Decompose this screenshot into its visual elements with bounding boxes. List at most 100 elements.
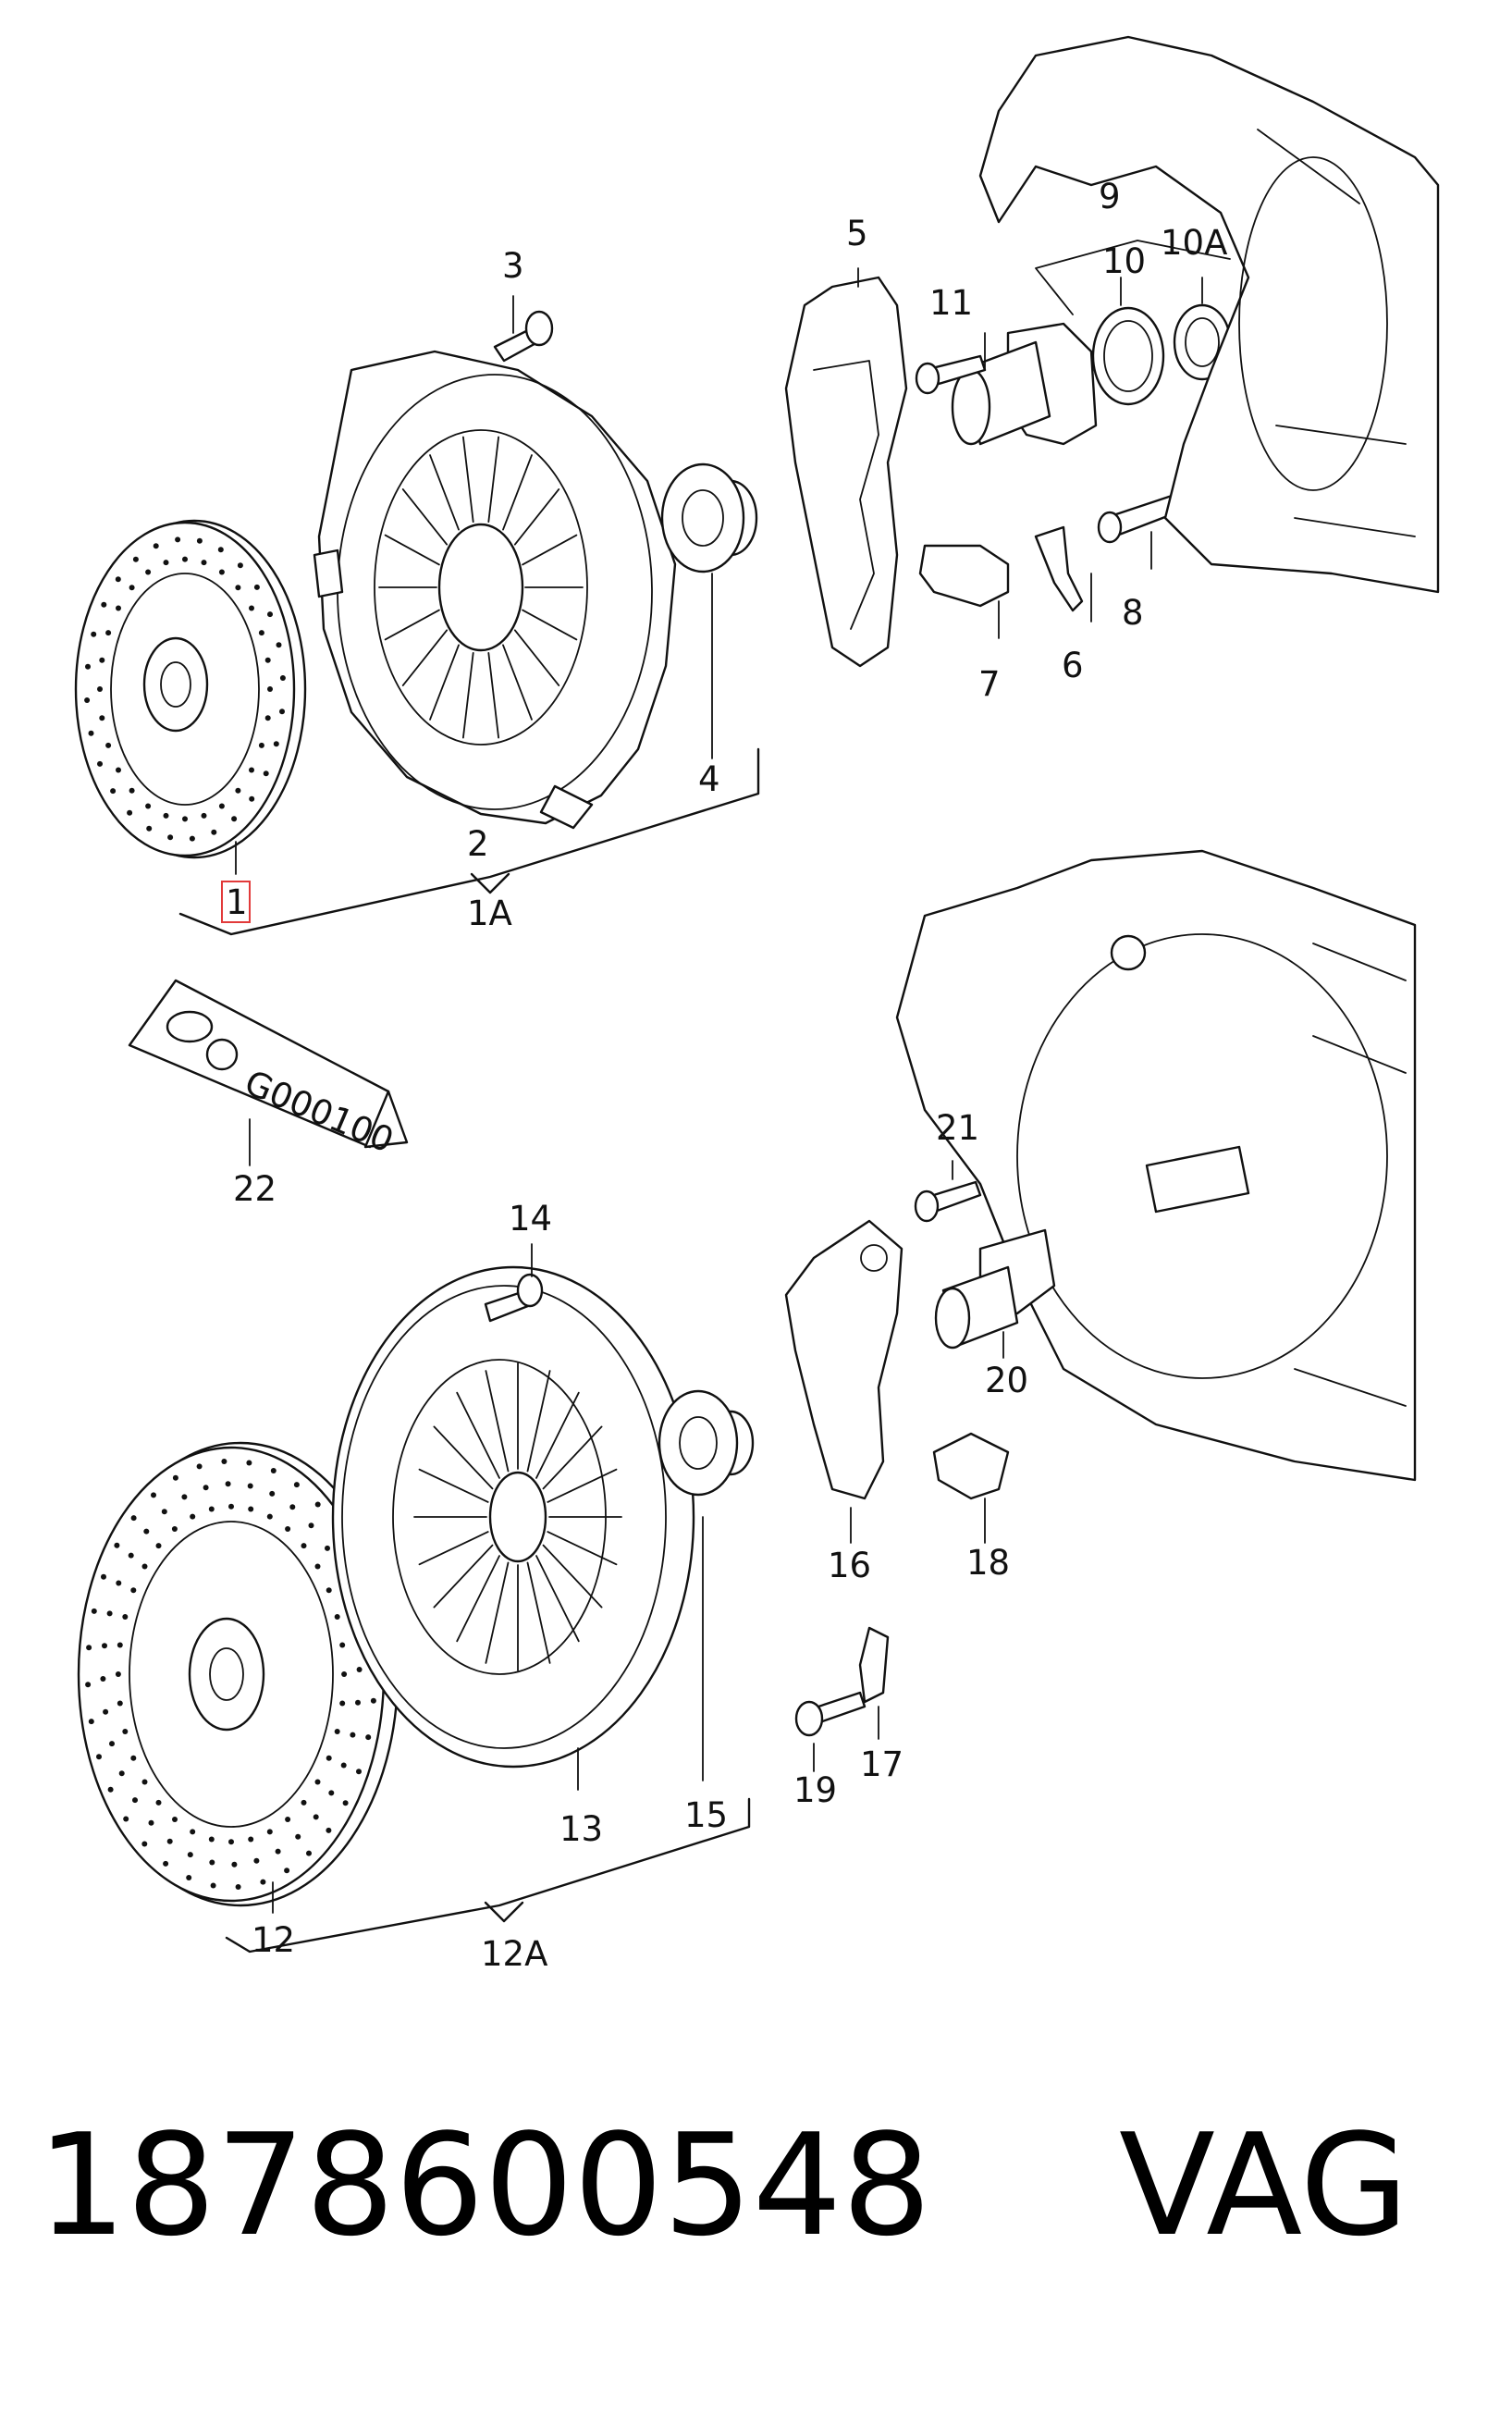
perforation-dot xyxy=(190,1829,196,1835)
clutch-disc-lower xyxy=(77,1441,400,1907)
perforation-dot xyxy=(153,543,159,549)
perforation-dot xyxy=(84,697,91,703)
bolt-21 xyxy=(914,1180,982,1223)
perforation-dot xyxy=(260,1879,266,1885)
callout-18: 18 xyxy=(966,1543,1010,1583)
perforation-dot xyxy=(114,1542,120,1548)
perforation-dot xyxy=(314,1501,321,1508)
clutch-disc-upper xyxy=(74,519,307,859)
perforation-dot xyxy=(99,715,105,721)
perforation-dot xyxy=(266,1513,273,1520)
perforation-dot xyxy=(237,562,243,569)
perforation-dot xyxy=(117,1700,123,1707)
diaphragm-finger xyxy=(522,609,578,641)
guide-sleeve-lower xyxy=(934,1228,1056,1350)
perforation-dot xyxy=(249,767,254,773)
perforation-dot xyxy=(186,1875,192,1880)
brand-name: VAG xyxy=(1119,2103,1408,2267)
diaphragm-finger xyxy=(433,1544,494,1609)
bracket-line-12a xyxy=(225,1797,751,1954)
perforation-dot xyxy=(88,1719,94,1725)
perforation-dot xyxy=(314,1779,321,1785)
perforation-dot xyxy=(129,787,135,794)
diaphragm-finger xyxy=(418,1468,489,1503)
perforation-dot xyxy=(163,560,169,566)
callout-7: 7 xyxy=(978,664,1001,704)
perforation-dot xyxy=(249,795,255,802)
perforation-dot xyxy=(145,803,152,809)
perforation-dot xyxy=(172,1817,178,1822)
diaphragm-finger xyxy=(429,454,460,531)
bolt-19 xyxy=(794,1691,867,1737)
bracket-7 xyxy=(918,544,1010,608)
callout-20: 20 xyxy=(985,1361,1028,1400)
perforation-dot xyxy=(109,1741,115,1747)
perforation-dot xyxy=(166,1838,173,1844)
perforation-dot xyxy=(267,686,273,692)
perforation-dot xyxy=(253,584,260,590)
perforation-dot xyxy=(167,834,174,841)
perforation-dot xyxy=(196,537,203,544)
perforation-dot xyxy=(161,1509,167,1515)
perforation-dot xyxy=(141,1841,148,1847)
diaphragm-finger xyxy=(535,1555,580,1643)
perforation-dot xyxy=(301,1799,307,1806)
perforation-dot xyxy=(235,1884,241,1890)
diaphragm-finger xyxy=(502,454,533,531)
bracket-line-1a xyxy=(178,747,760,936)
bolt-14 xyxy=(484,1273,544,1323)
clip-17 xyxy=(858,1626,890,1704)
diaphragm-finger xyxy=(502,644,533,721)
callout-4: 4 xyxy=(698,759,720,799)
perforation-dot xyxy=(218,569,225,575)
transmission-housing-upper xyxy=(978,35,1440,594)
diaphragm-finger xyxy=(429,644,460,721)
perforation-dot xyxy=(116,605,121,611)
perforation-dot xyxy=(132,556,139,562)
perforation-dot xyxy=(275,1848,281,1855)
perforation-dot xyxy=(190,1513,196,1520)
perforation-dot xyxy=(211,829,217,835)
diaphragm-finger xyxy=(522,534,578,566)
diaphragm-finger xyxy=(433,1425,494,1490)
perforation-dot xyxy=(203,1485,209,1491)
diaphragm-finger xyxy=(526,1561,551,1664)
perforation-dot xyxy=(258,630,264,636)
perforation-dot xyxy=(356,1769,362,1775)
callout-19: 19 xyxy=(793,1770,837,1810)
callout-17: 17 xyxy=(860,1744,904,1784)
perforation-dot xyxy=(339,1700,346,1707)
perforation-dot xyxy=(313,1814,319,1820)
perforation-dot xyxy=(295,1833,301,1840)
perforation-dot xyxy=(370,1697,376,1704)
callout-14: 14 xyxy=(509,1199,552,1239)
leader-12a-notch xyxy=(484,1901,524,1923)
perforation-dot xyxy=(289,1504,296,1510)
callout-11: 11 xyxy=(929,283,973,323)
perforation-dot xyxy=(266,1829,273,1835)
perforation-dot xyxy=(103,1708,109,1715)
perforation-dot xyxy=(341,1671,348,1677)
perforation-dot xyxy=(339,1642,346,1648)
diaphragm-finger xyxy=(485,1370,510,1473)
perforation-dot xyxy=(97,760,103,767)
perforation-dot xyxy=(249,605,254,611)
bolt-3 xyxy=(493,310,554,363)
perforation-dot xyxy=(182,816,188,822)
perforation-dot xyxy=(258,742,264,748)
perforation-dot xyxy=(246,1460,252,1466)
perforation-dot xyxy=(88,730,94,736)
pressure-plate-upper xyxy=(313,350,677,830)
perforation-dot xyxy=(163,812,169,819)
perforation-dot xyxy=(284,1867,290,1874)
perforation-dot xyxy=(301,1543,307,1549)
diaphragm-finger xyxy=(526,1370,551,1473)
callout-3: 3 xyxy=(502,246,524,286)
bolt-11 xyxy=(915,354,987,395)
perforation-dot xyxy=(334,1614,340,1620)
release-bearing-lower xyxy=(658,1389,755,1497)
leaders-lower xyxy=(272,1160,1004,1914)
perforation-dot xyxy=(269,1490,276,1497)
perforation-dot xyxy=(279,675,286,681)
perforation-dot xyxy=(146,825,153,832)
